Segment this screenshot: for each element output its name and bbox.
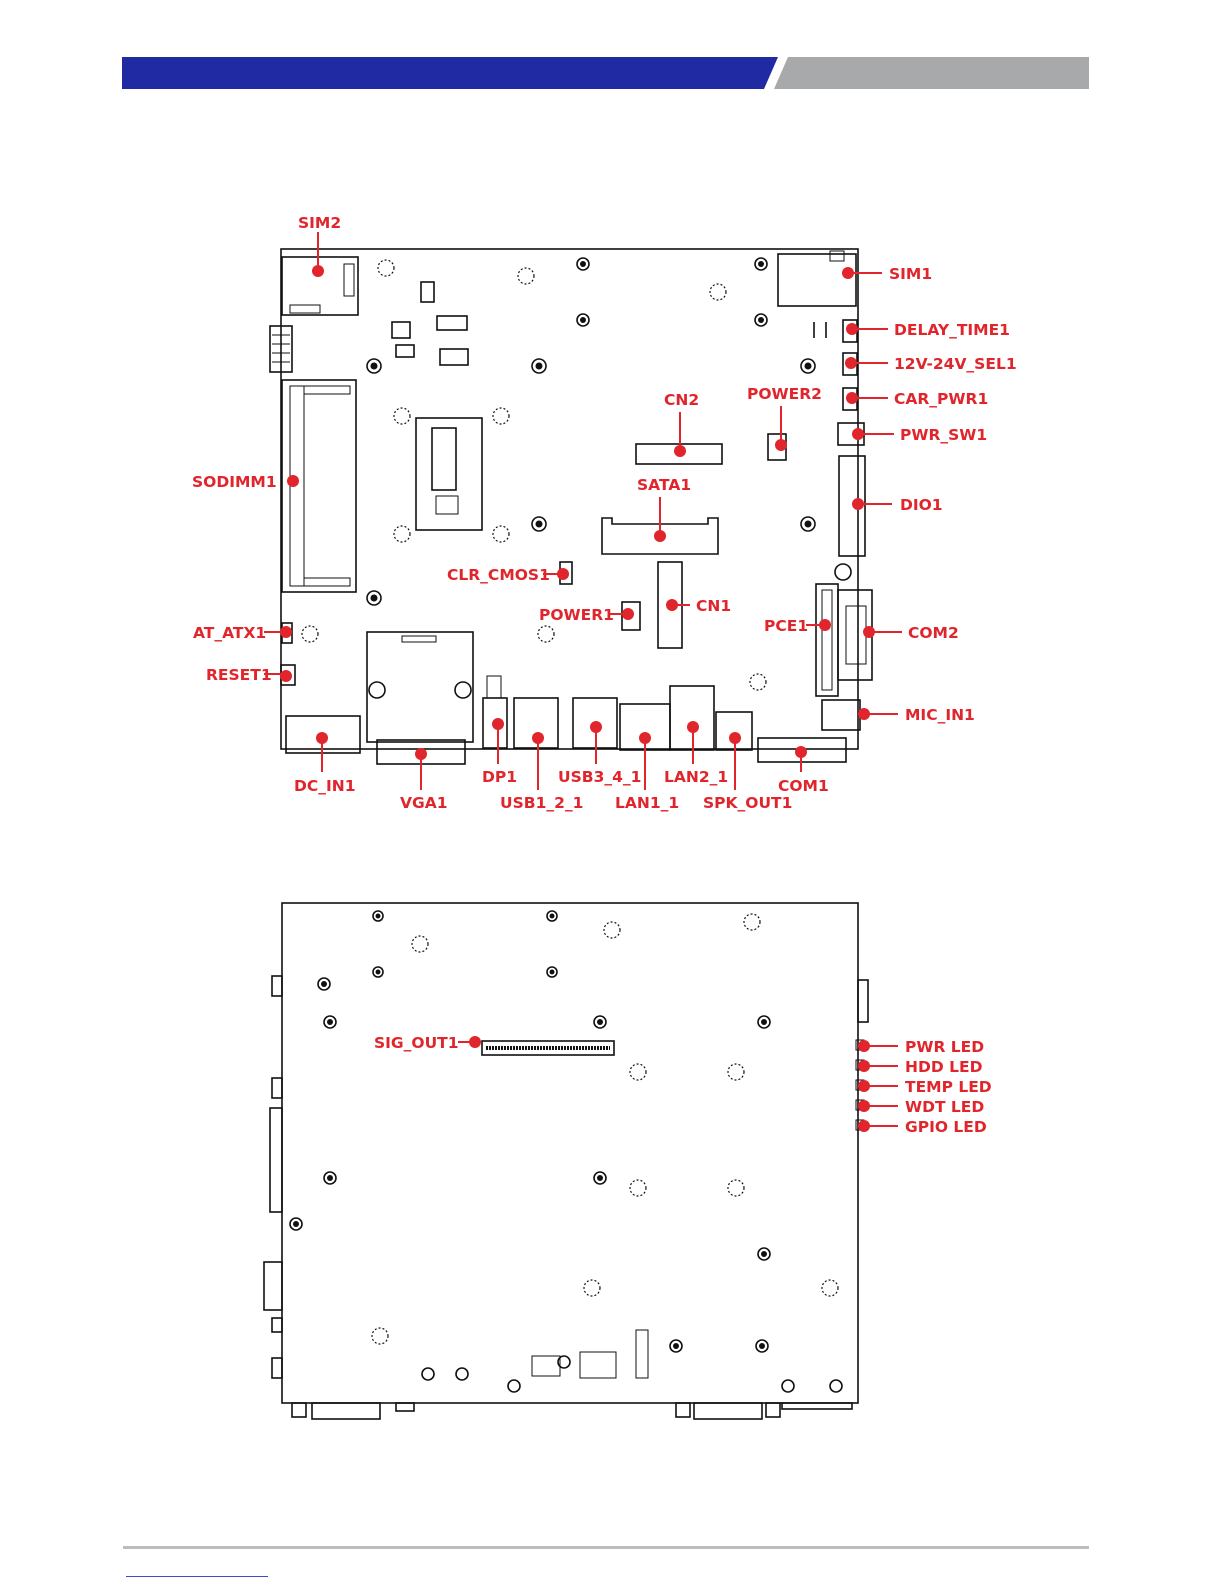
label-cn2: CN2 [664, 391, 699, 409]
annotation-delay-time1: DELAY_TIME1 [846, 321, 1010, 339]
label-car-pwr1: CAR_PWR1 [894, 390, 988, 408]
label-wdt-led: WDT LED [905, 1098, 984, 1116]
board-top-view: SIM2 SIM1 DELAY_TIME1 12V-24V_SEL1 CAR_P… [0, 0, 1225, 830]
vga-bracket [367, 632, 473, 742]
label-pce1: PCE1 [764, 617, 808, 635]
annotation-power2: POWER2 [747, 385, 822, 451]
annotation-wdt-led: WDT LED [858, 1098, 984, 1116]
sim1-slot [778, 254, 856, 306]
label-spk-out1: SPK_OUT1 [703, 794, 792, 812]
footer-rule [123, 1546, 1089, 1549]
annotation-com2: COM2 [863, 624, 959, 642]
annotation-temp-led: TEMP LED [858, 1078, 992, 1096]
label-usb3-4-1: USB3_4_1 [558, 768, 641, 786]
label-pwr-sw1: PWR_SW1 [900, 426, 987, 444]
mounting-holes-bottom [290, 911, 770, 1352]
annotation-sel1: 12V-24V_SEL1 [845, 355, 1017, 373]
annotation-mic-in1: MIC_IN1 [858, 706, 975, 724]
annotation-cn1: CN1 [666, 597, 731, 615]
annotation-at-atx1: AT_ATX1 [193, 624, 292, 642]
label-com2: COM2 [908, 624, 959, 642]
annotation-sim2: SIM2 [298, 214, 341, 277]
label-dio1: DIO1 [900, 496, 943, 514]
label-power1: POWER1 [539, 606, 614, 624]
label-reset1: RESET1 [206, 666, 272, 684]
annotation-sodimm1: SODIMM1 [192, 473, 299, 491]
label-pwr-led: PWR LED [905, 1038, 984, 1056]
label-usb1-2-1: USB1_2_1 [500, 794, 583, 812]
annotation-lan2-1: LAN2_1 [664, 721, 728, 786]
star-vias-bottom [372, 914, 838, 1344]
annotation-sata1: SATA1 [637, 476, 691, 542]
annotation-car-pwr1: CAR_PWR1 [846, 390, 988, 408]
label-at-atx1: AT_ATX1 [193, 624, 266, 642]
mounting-holes-top [367, 258, 815, 605]
label-lan1-1: LAN1_1 [615, 794, 679, 812]
annotation-pce1: PCE1 [764, 617, 831, 635]
star-vias-top [302, 260, 766, 690]
sig-out1-connector [482, 1041, 614, 1055]
label-sata1: SATA1 [637, 476, 691, 494]
label-cn1: CN1 [696, 597, 731, 615]
label-lan2-1: LAN2_1 [664, 768, 728, 786]
annotation-clr-cmos1: CLR_CMOS1 [447, 566, 569, 584]
mic-in1-jack [822, 700, 860, 730]
annotation-vga1: VGA1 [400, 748, 448, 812]
label-delay-time1: DELAY_TIME1 [894, 321, 1010, 339]
annotation-dc-in1: DC_IN1 [294, 732, 356, 795]
label-clr-cmos1: CLR_CMOS1 [447, 566, 550, 584]
annotation-hdd-led: HDD LED [858, 1058, 983, 1076]
label-sim1: SIM1 [889, 265, 932, 283]
pce1-slot [816, 584, 838, 696]
label-dc-in1: DC_IN1 [294, 777, 356, 795]
label-sig-out1: SIG_OUT1 [374, 1034, 459, 1052]
label-hdd-led: HDD LED [905, 1058, 983, 1076]
footer-link-underline[interactable] [126, 1576, 268, 1577]
annotation-pwr-sw1: PWR_SW1 [852, 426, 987, 444]
label-dp1: DP1 [482, 768, 517, 786]
label-sel1: 12V-24V_SEL1 [894, 355, 1017, 373]
annotation-cn2: CN2 [664, 391, 699, 457]
cpu-socket [416, 418, 482, 530]
label-com1: COM1 [778, 777, 829, 795]
label-gpio-led: GPIO LED [905, 1118, 987, 1136]
annotation-pwr-led: PWR LED [858, 1038, 984, 1056]
label-vga1: VGA1 [400, 794, 448, 812]
label-sodimm1: SODIMM1 [192, 473, 277, 491]
label-mic-in1: MIC_IN1 [905, 706, 975, 724]
board-outline-bottom [282, 903, 858, 1403]
label-power2: POWER2 [747, 385, 822, 403]
annotation-com1: COM1 [778, 746, 829, 795]
annotation-usb3-4-1: USB3_4_1 [558, 721, 641, 786]
annotation-power1: POWER1 [539, 606, 634, 624]
annotation-gpio-led: GPIO LED [858, 1118, 987, 1136]
label-sim2: SIM2 [298, 214, 341, 232]
annotation-sig-out1: SIG_OUT1 [374, 1034, 481, 1052]
annotation-dp1: DP1 [482, 718, 517, 786]
label-temp-led: TEMP LED [905, 1078, 992, 1096]
annotation-reset1: RESET1 [206, 666, 292, 684]
